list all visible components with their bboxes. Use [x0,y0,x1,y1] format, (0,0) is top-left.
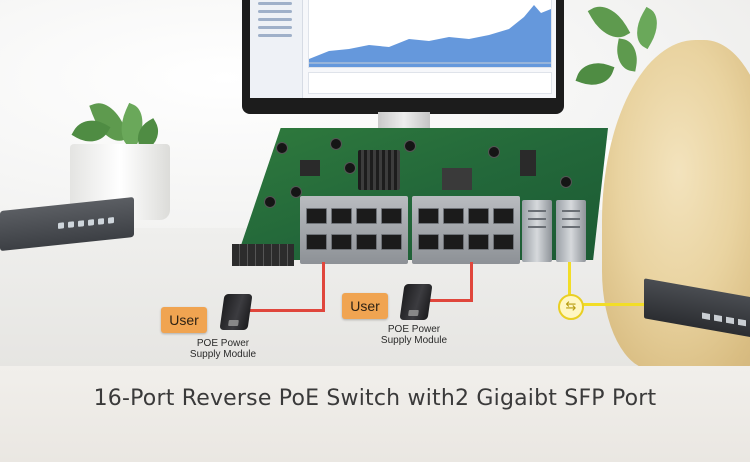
fiber-cable [568,303,660,306]
fiber-cable [568,262,571,306]
monitor-screen [250,0,556,98]
screen-traffic-chart [308,0,552,68]
rj45-port-block-right [412,196,520,264]
poe-label-line2: Supply Module [189,349,257,360]
caption-band [0,366,750,462]
poe-label-line2: Supply Module [380,335,448,346]
screen-sidebar [250,0,303,98]
user-badge-1: User [161,307,207,333]
heatsink [358,150,400,190]
poe-label-line1: POE Power [387,324,441,335]
poe-cable-1 [322,262,325,312]
poe-cable-2 [470,262,473,302]
sfp-port-2 [556,200,586,262]
power-adapter-icon [219,294,253,330]
capacitor [330,138,342,150]
rj45-port-block-left [300,196,408,264]
poe-power-label-1: POE Power Supply Module [178,338,268,360]
poe-cable-2 [424,299,473,302]
capacitor [276,142,288,154]
poe-cable-1 [246,309,325,312]
power-terminal-block [232,244,294,266]
poe-power-label-2: POE Power Supply Module [369,324,459,346]
capacitor [560,176,572,188]
capacitor [488,146,500,158]
product-caption: 16-Port Reverse PoE Switch with2 Gigaibt… [93,386,657,411]
power-adapter-icon [399,284,433,320]
capacitor [344,162,356,174]
capacitor [404,140,416,152]
sfp-port-1 [522,200,552,262]
poe-label-line1: POE Power [196,338,250,349]
user-badge-2: User [342,293,388,319]
monitor [242,0,564,114]
capacitor [290,186,302,198]
chip [300,160,320,176]
capacitor [264,196,276,208]
screen-sub-panel [308,72,552,94]
chip [442,168,472,190]
monitor-stand [378,112,430,132]
chip [520,150,536,176]
link-icon: ⇆ [558,294,584,320]
